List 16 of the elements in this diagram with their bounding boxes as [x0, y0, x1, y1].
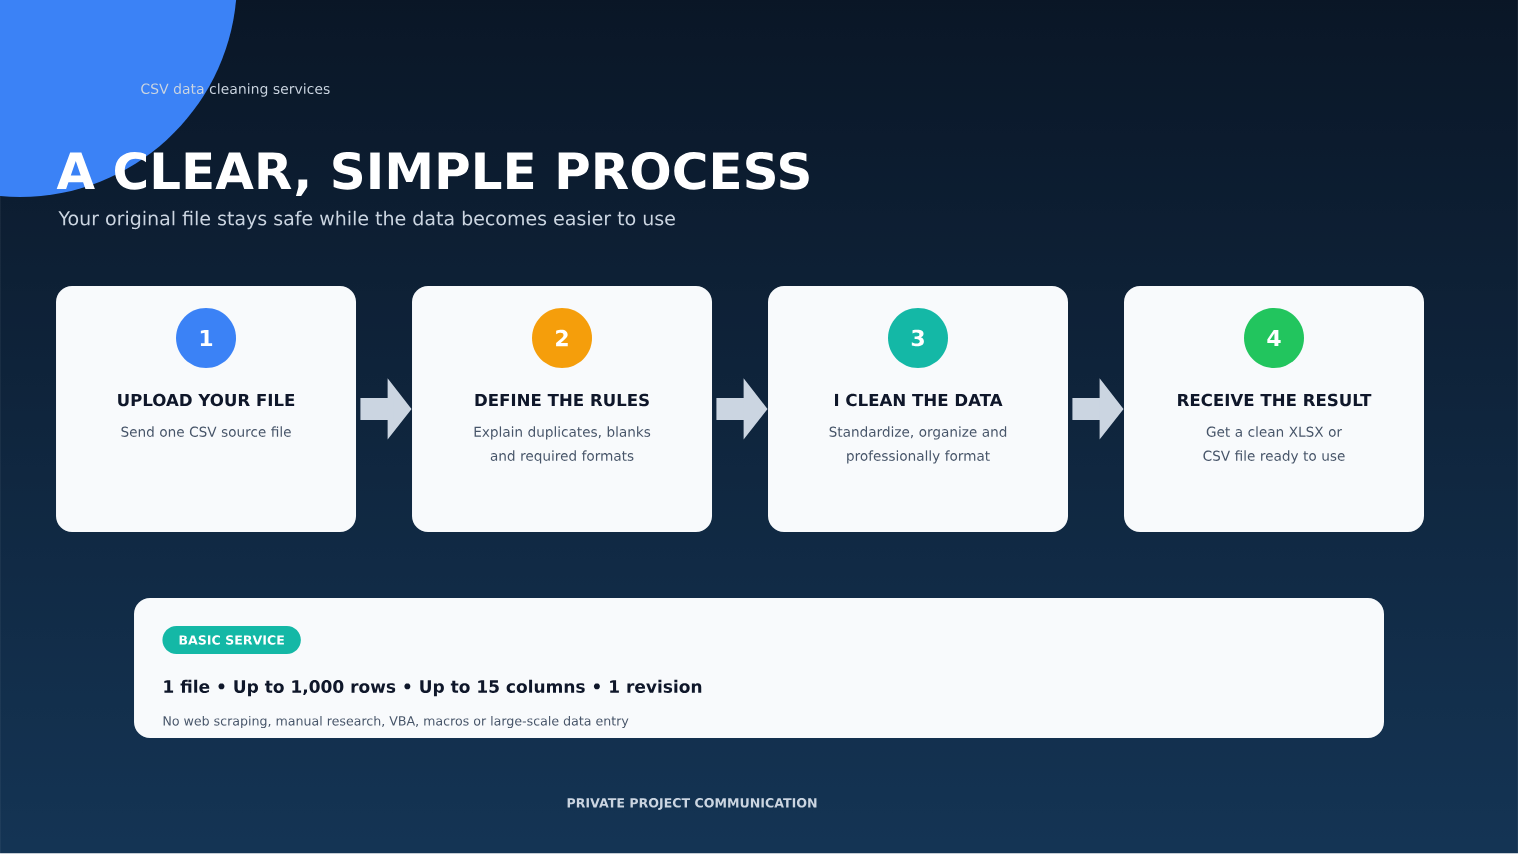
service-features: 1 file • Up to 1,000 rows • Up to 15 columns • 1 revision	[164, 679, 702, 697]
step-heading: RECEIVE THE RESULT	[1178, 393, 1372, 407]
step-heading: I CLEAN THE DATA	[835, 393, 1003, 407]
step-heading: DEFINE THE RULES	[475, 393, 649, 407]
step-card	[768, 286, 1068, 532]
step-card	[56, 286, 356, 532]
step-card	[412, 286, 712, 532]
title: A CLEAR, SIMPLE PROCESS	[56, 151, 809, 197]
service-card	[134, 598, 1384, 738]
step-card	[1124, 286, 1424, 532]
step-heading: UPLOAD YOUR FILE	[118, 393, 295, 407]
number-badge: 4	[1244, 308, 1304, 368]
number-badge: 2	[532, 308, 592, 368]
subtitle: Your original file stays safe while the data becomes easier to use	[58, 210, 675, 230]
number-badge: 3	[888, 308, 948, 368]
number-badge: 1	[176, 308, 236, 368]
